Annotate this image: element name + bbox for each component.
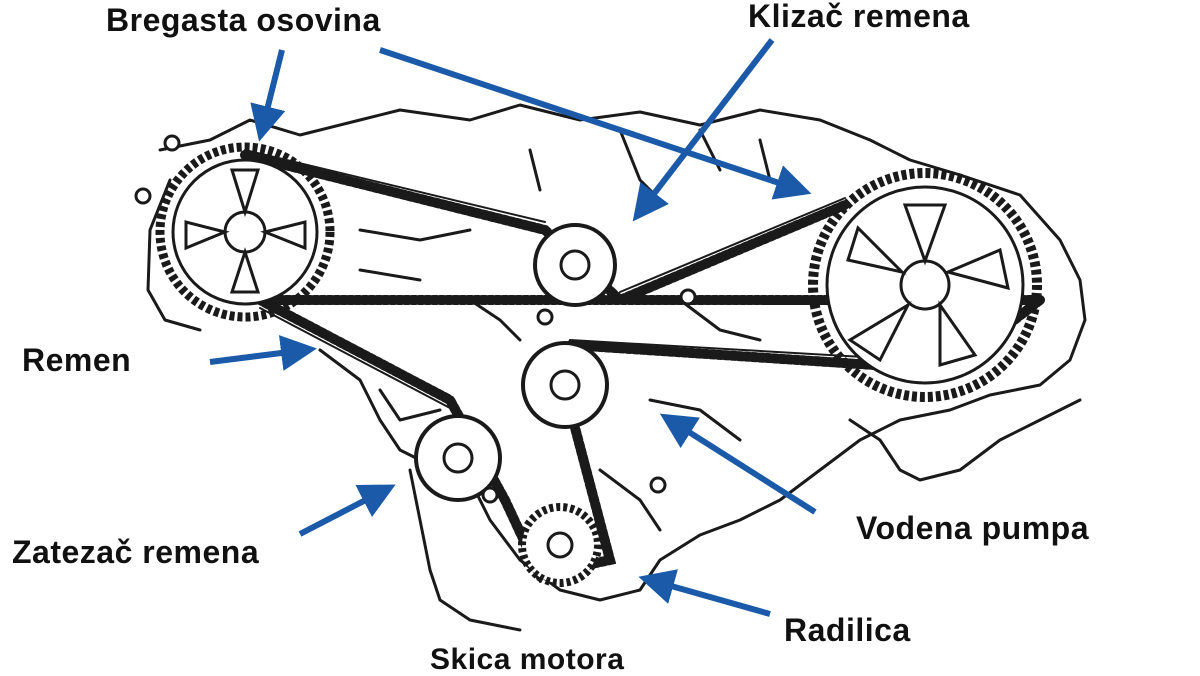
camshaft-sprocket-right bbox=[808, 168, 1042, 402]
arrow-idler bbox=[632, 38, 775, 222]
water-pump-pulley bbox=[521, 341, 609, 429]
label-belt: Remen bbox=[22, 342, 132, 378]
label-camshaft: Bregasta osovina bbox=[106, 2, 381, 38]
engine-top-detail bbox=[528, 128, 772, 202]
label-idler: Klizač remena bbox=[748, 0, 970, 34]
idler-pulley bbox=[533, 223, 617, 307]
camshaft-sprocket-left bbox=[155, 142, 335, 322]
label-crankshaft: Radilica bbox=[784, 612, 911, 648]
arrow-camshaft-right bbox=[379, 47, 812, 200]
arrow-water-pump bbox=[659, 413, 817, 515]
engine-outline bbox=[158, 103, 1087, 602]
label-tensioner: Zatezač remena bbox=[12, 534, 260, 570]
engine-right-lower bbox=[848, 398, 1082, 482]
bolts bbox=[134, 134, 697, 504]
arrow-belt bbox=[209, 335, 317, 371]
arrow-crankshaft bbox=[638, 569, 771, 617]
label-water-pump: Vodena pumpa bbox=[856, 510, 1089, 546]
arrow-camshaft-left bbox=[250, 49, 286, 142]
timing-belt-edge bbox=[244, 149, 951, 583]
arrow-tensioner bbox=[298, 484, 396, 537]
tensioner-pulley bbox=[414, 414, 502, 502]
engine-bottom-left bbox=[408, 468, 522, 632]
engine-mid-detail bbox=[358, 228, 762, 442]
crankshaft-sprocket bbox=[518, 503, 602, 587]
engine-side-left bbox=[146, 178, 202, 332]
diagram-caption: Skica motora bbox=[430, 643, 625, 676]
